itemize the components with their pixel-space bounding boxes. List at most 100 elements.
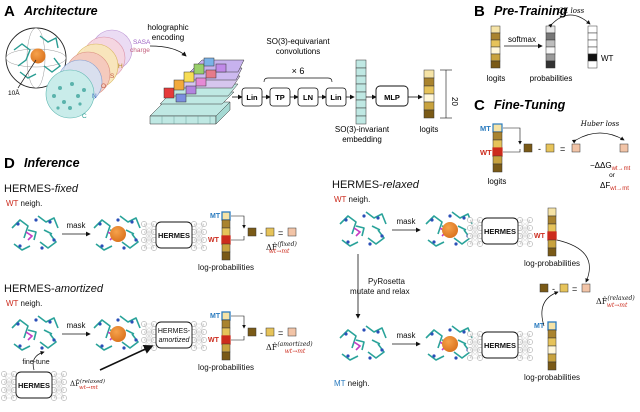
relaxed-wt-protein <box>339 211 387 247</box>
atom-3 <box>432 354 436 358</box>
channel-c: C <box>82 113 87 120</box>
row-amortized-logprobs-cell-2 <box>221 327 231 337</box>
row-fixed-mt-arrow <box>231 215 246 229</box>
atom-3 <box>432 240 436 244</box>
ce-loss-arrow <box>548 14 591 28</box>
row-fixed-logprobs-cell-2 <box>221 227 231 237</box>
atom-1 <box>462 330 466 334</box>
protein-chain-1 <box>365 211 387 225</box>
atom-2 <box>380 234 384 238</box>
row-fixed-logprob-label: log-probabilities <box>198 263 254 272</box>
relaxed-diff-a <box>539 283 549 293</box>
relaxed-network-2-label: HERMES <box>484 341 516 350</box>
atom-4 <box>362 328 366 332</box>
edge <box>193 223 205 233</box>
protein-chain-0 <box>339 329 357 349</box>
row-amortized-mt-label: MT <box>210 313 221 320</box>
relaxed-mask-label-2: mask <box>396 331 416 340</box>
row-amortized-logprobs-cell-4 <box>221 343 231 353</box>
edge <box>3 389 15 399</box>
residue-side-chain <box>25 331 34 341</box>
finetune-target-cell <box>619 143 629 153</box>
protein-chain-3 <box>95 243 113 251</box>
row-fixed-masked-protein <box>93 215 141 251</box>
relaxed-mt-protein <box>339 325 387 361</box>
edge <box>469 341 481 359</box>
atom-2 <box>52 238 56 242</box>
row-amortized-wt-arrow <box>231 336 245 341</box>
edge <box>469 333 481 359</box>
relaxed-wt-neigh: WT neigh. <box>334 195 370 204</box>
edge <box>193 323 205 333</box>
relaxed-logprobs-1-cell-1 <box>547 215 557 225</box>
edge <box>519 333 531 359</box>
panel-d-title: Inference <box>24 156 80 170</box>
relaxed-logprobs-2-cell-0 <box>547 321 557 331</box>
row-amortized-network: HERMES-amortized <box>141 321 207 351</box>
atom-5 <box>368 356 372 360</box>
radius-label: 10Å <box>8 88 20 97</box>
atom-0 <box>16 222 20 226</box>
edge <box>143 239 155 249</box>
relaxed-logprobs-1-cell-2 <box>547 223 557 233</box>
channel-h: H <box>118 63 123 70</box>
row-amortized-minus: - <box>260 328 263 338</box>
relaxed-network-1-label: HERMES <box>484 227 516 236</box>
row-fixed-logprobs <box>221 211 231 261</box>
probabilities-label: probabilities <box>530 74 573 83</box>
dim-label: 20 <box>450 97 459 106</box>
relaxed-title: HERMES-relaxed <box>332 179 420 191</box>
atom-4 <box>116 318 120 322</box>
fixed-title: HERMES-fixed <box>4 183 79 195</box>
edge <box>3 373 15 391</box>
atom-3 <box>100 344 104 348</box>
panel-b-title: Pre-Training <box>494 4 568 18</box>
protein-chain-3 <box>13 243 31 251</box>
protein-chain-4 <box>27 229 37 241</box>
edge <box>519 219 531 237</box>
block-tp-label: TP <box>275 93 285 102</box>
relaxed-logprob-label-1: log-probabilities <box>524 259 580 268</box>
protein-chain-1 <box>37 215 59 229</box>
atom-5 <box>122 246 126 250</box>
pretrain-logits-label: logits <box>487 74 506 83</box>
pyrosetta-label-2: mutate and relax <box>350 287 410 296</box>
edge <box>143 223 155 249</box>
panel-a: A Architecture 10Å <box>4 3 459 144</box>
block-lin-2-label: Lin <box>330 93 342 102</box>
atom-3 <box>346 240 350 244</box>
row-amortized-delta-label: ΔF̂(amortized)wt→mt <box>266 341 313 355</box>
edge <box>519 333 531 343</box>
relaxed-diff-b <box>559 283 569 293</box>
huber-loss-arrow <box>571 132 625 144</box>
atom-0 <box>430 218 434 222</box>
finetune-logits <box>492 123 503 173</box>
relaxed-logprobs-1 <box>547 207 557 257</box>
conv-label-1: SO(3)-equivariant <box>266 37 330 46</box>
atom-4 <box>448 214 452 218</box>
row-amortized-logprobs-cell-5 <box>221 351 231 361</box>
row-amortized-neigh-label: WT neigh. <box>6 299 42 308</box>
embedding-label-2: embedding <box>342 135 382 144</box>
relaxed-logprobs-2-cell-2 <box>547 337 557 347</box>
atom-4 <box>116 218 120 222</box>
row-amortized-wt-protein <box>11 315 59 351</box>
edge <box>519 219 531 229</box>
finetune-wt-cell <box>523 143 533 153</box>
channel-n: N <box>92 93 97 100</box>
protein-chain-0 <box>11 219 29 239</box>
edge <box>193 239 205 249</box>
atom-1 <box>130 320 134 324</box>
relaxed-network-2: HERMES <box>467 331 533 361</box>
edge <box>143 223 155 233</box>
protein-chain-2 <box>453 343 471 359</box>
row-fixed-diff-b <box>265 227 275 237</box>
row-amortized-mt-arrow <box>231 315 246 329</box>
edge <box>3 373 15 399</box>
relaxed-diff-c <box>581 283 591 293</box>
protein-chain-5 <box>125 329 135 335</box>
protein-chain-4 <box>355 225 365 237</box>
protein-chain-3 <box>341 239 359 247</box>
finetune-logits-label: logits <box>488 177 507 186</box>
